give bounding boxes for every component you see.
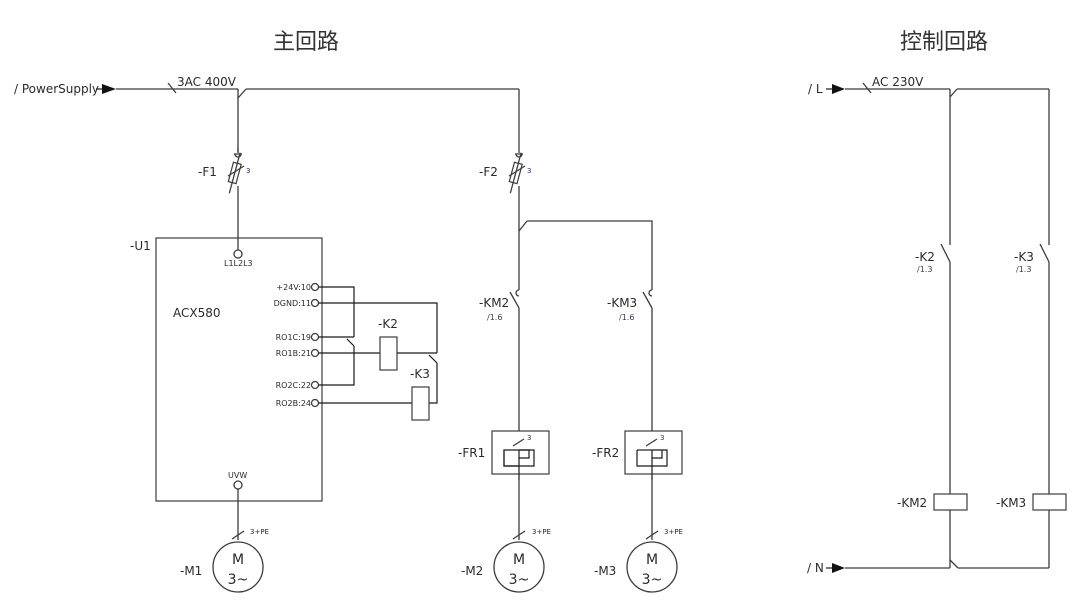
supply-arrow-icon bbox=[96, 84, 116, 94]
overload-fr1 bbox=[491, 430, 550, 540]
fuse-f2 bbox=[508, 148, 653, 290]
neutral-label: / N bbox=[807, 561, 824, 575]
drive-model: ACX580 bbox=[173, 306, 221, 320]
control-circuit-title: 控制回路 bbox=[900, 30, 988, 55]
fuse-f1-poles: 3 bbox=[246, 167, 250, 175]
terminal-dgnd: DGND:11 bbox=[274, 299, 311, 308]
control-line-junction bbox=[949, 88, 1050, 245]
motor-m1-label: -M1 bbox=[180, 564, 202, 578]
relay-k3-coil bbox=[411, 386, 430, 421]
neutral-wiring bbox=[845, 510, 1050, 569]
contactor-km3-contact bbox=[642, 289, 653, 431]
motor-m2 bbox=[493, 541, 545, 593]
contact-k3-label: -K3 bbox=[1014, 250, 1034, 264]
terminal-24v: +24V:10 bbox=[276, 283, 311, 292]
neutral-arrow-icon bbox=[826, 563, 845, 573]
fuse-f2-label: -F2 bbox=[479, 165, 498, 179]
cable-tick bbox=[512, 530, 526, 540]
terminal-ro2b: RO2B:24 bbox=[276, 399, 311, 408]
motor-m1-phase: 3~ bbox=[228, 572, 249, 588]
control-supply-spec: AC 230V bbox=[872, 75, 924, 89]
contact-k2-label: -K2 bbox=[915, 250, 935, 264]
main-circuit-title: 主回路 bbox=[273, 30, 339, 55]
relay-k2-coil bbox=[379, 336, 398, 371]
overload-fr2-label: -FR2 bbox=[592, 446, 619, 460]
drive-u1-label: -U1 bbox=[130, 239, 151, 253]
relay-k2-label: -K2 bbox=[378, 317, 398, 331]
contactor-km2-ref: /1.6 bbox=[487, 313, 502, 322]
overload-fr1-label: -FR1 bbox=[458, 446, 485, 460]
overload-fr2-poles: 3 bbox=[660, 434, 664, 442]
coil-km3-label: -KM3 bbox=[996, 496, 1026, 510]
terminal-ro2c: RO2C:22 bbox=[276, 381, 311, 390]
motor-m2-phase: 3~ bbox=[509, 572, 530, 588]
cable-tick bbox=[645, 530, 659, 540]
motor-m3-label: -M3 bbox=[594, 564, 616, 578]
contactor-km3-label: -KM3 bbox=[607, 296, 637, 310]
drive-output-terminal: UVW bbox=[228, 471, 247, 480]
motor-m1-cable: 3+PE bbox=[250, 528, 269, 536]
fuse-f2-poles: 3 bbox=[527, 167, 531, 175]
motor-m3-symbol: M bbox=[646, 552, 658, 568]
contact-k3-ref: /1.3 bbox=[1016, 265, 1031, 274]
motor-m3 bbox=[626, 541, 678, 593]
cable-tick bbox=[231, 530, 245, 540]
terminal-ro1b: RO1B:21 bbox=[276, 349, 311, 358]
motor-m2-label: -M2 bbox=[461, 564, 483, 578]
relay-wiring bbox=[318, 286, 438, 404]
contactor-km2-contact bbox=[509, 289, 520, 431]
contact-k2-ref: /1.3 bbox=[917, 265, 932, 274]
contactor-km2-label: -KM2 bbox=[479, 296, 509, 310]
line-arrow-icon bbox=[826, 84, 845, 94]
contactor-km3-coil bbox=[1032, 493, 1067, 511]
fuse-f1-label: -F1 bbox=[198, 165, 217, 179]
contactor-km3-ref: /1.6 bbox=[619, 313, 634, 322]
motor-m3-cable: 3+PE bbox=[664, 528, 683, 536]
drive-u1 bbox=[155, 237, 323, 540]
line-label: / L bbox=[808, 82, 823, 96]
relay-k3-contact bbox=[1039, 243, 1050, 494]
drive-input-terminal: L1L2L3 bbox=[224, 259, 253, 268]
overload-fr2 bbox=[624, 430, 683, 540]
relay-k2-contact bbox=[940, 243, 951, 494]
fuse-f1 bbox=[227, 148, 245, 238]
motor-m2-symbol: M bbox=[513, 552, 525, 568]
cable-tick bbox=[862, 82, 872, 94]
bus-junction bbox=[237, 88, 520, 152]
terminal-ro1c: RO1C:19 bbox=[276, 333, 311, 342]
overload-fr1-poles: 3 bbox=[527, 434, 531, 442]
cable-tick bbox=[167, 82, 177, 94]
supply-spec: 3AC 400V bbox=[177, 75, 237, 89]
motor-m2-cable: 3+PE bbox=[532, 528, 551, 536]
coil-km2-label: -KM2 bbox=[897, 496, 927, 510]
power-supply-label: / PowerSupply bbox=[14, 82, 99, 96]
contactor-km2-coil bbox=[933, 493, 968, 511]
motor-m1 bbox=[212, 541, 264, 593]
motor-m1-symbol: M bbox=[232, 552, 244, 568]
relay-k3-label: -K3 bbox=[410, 367, 430, 381]
motor-m3-phase: 3~ bbox=[642, 572, 663, 588]
